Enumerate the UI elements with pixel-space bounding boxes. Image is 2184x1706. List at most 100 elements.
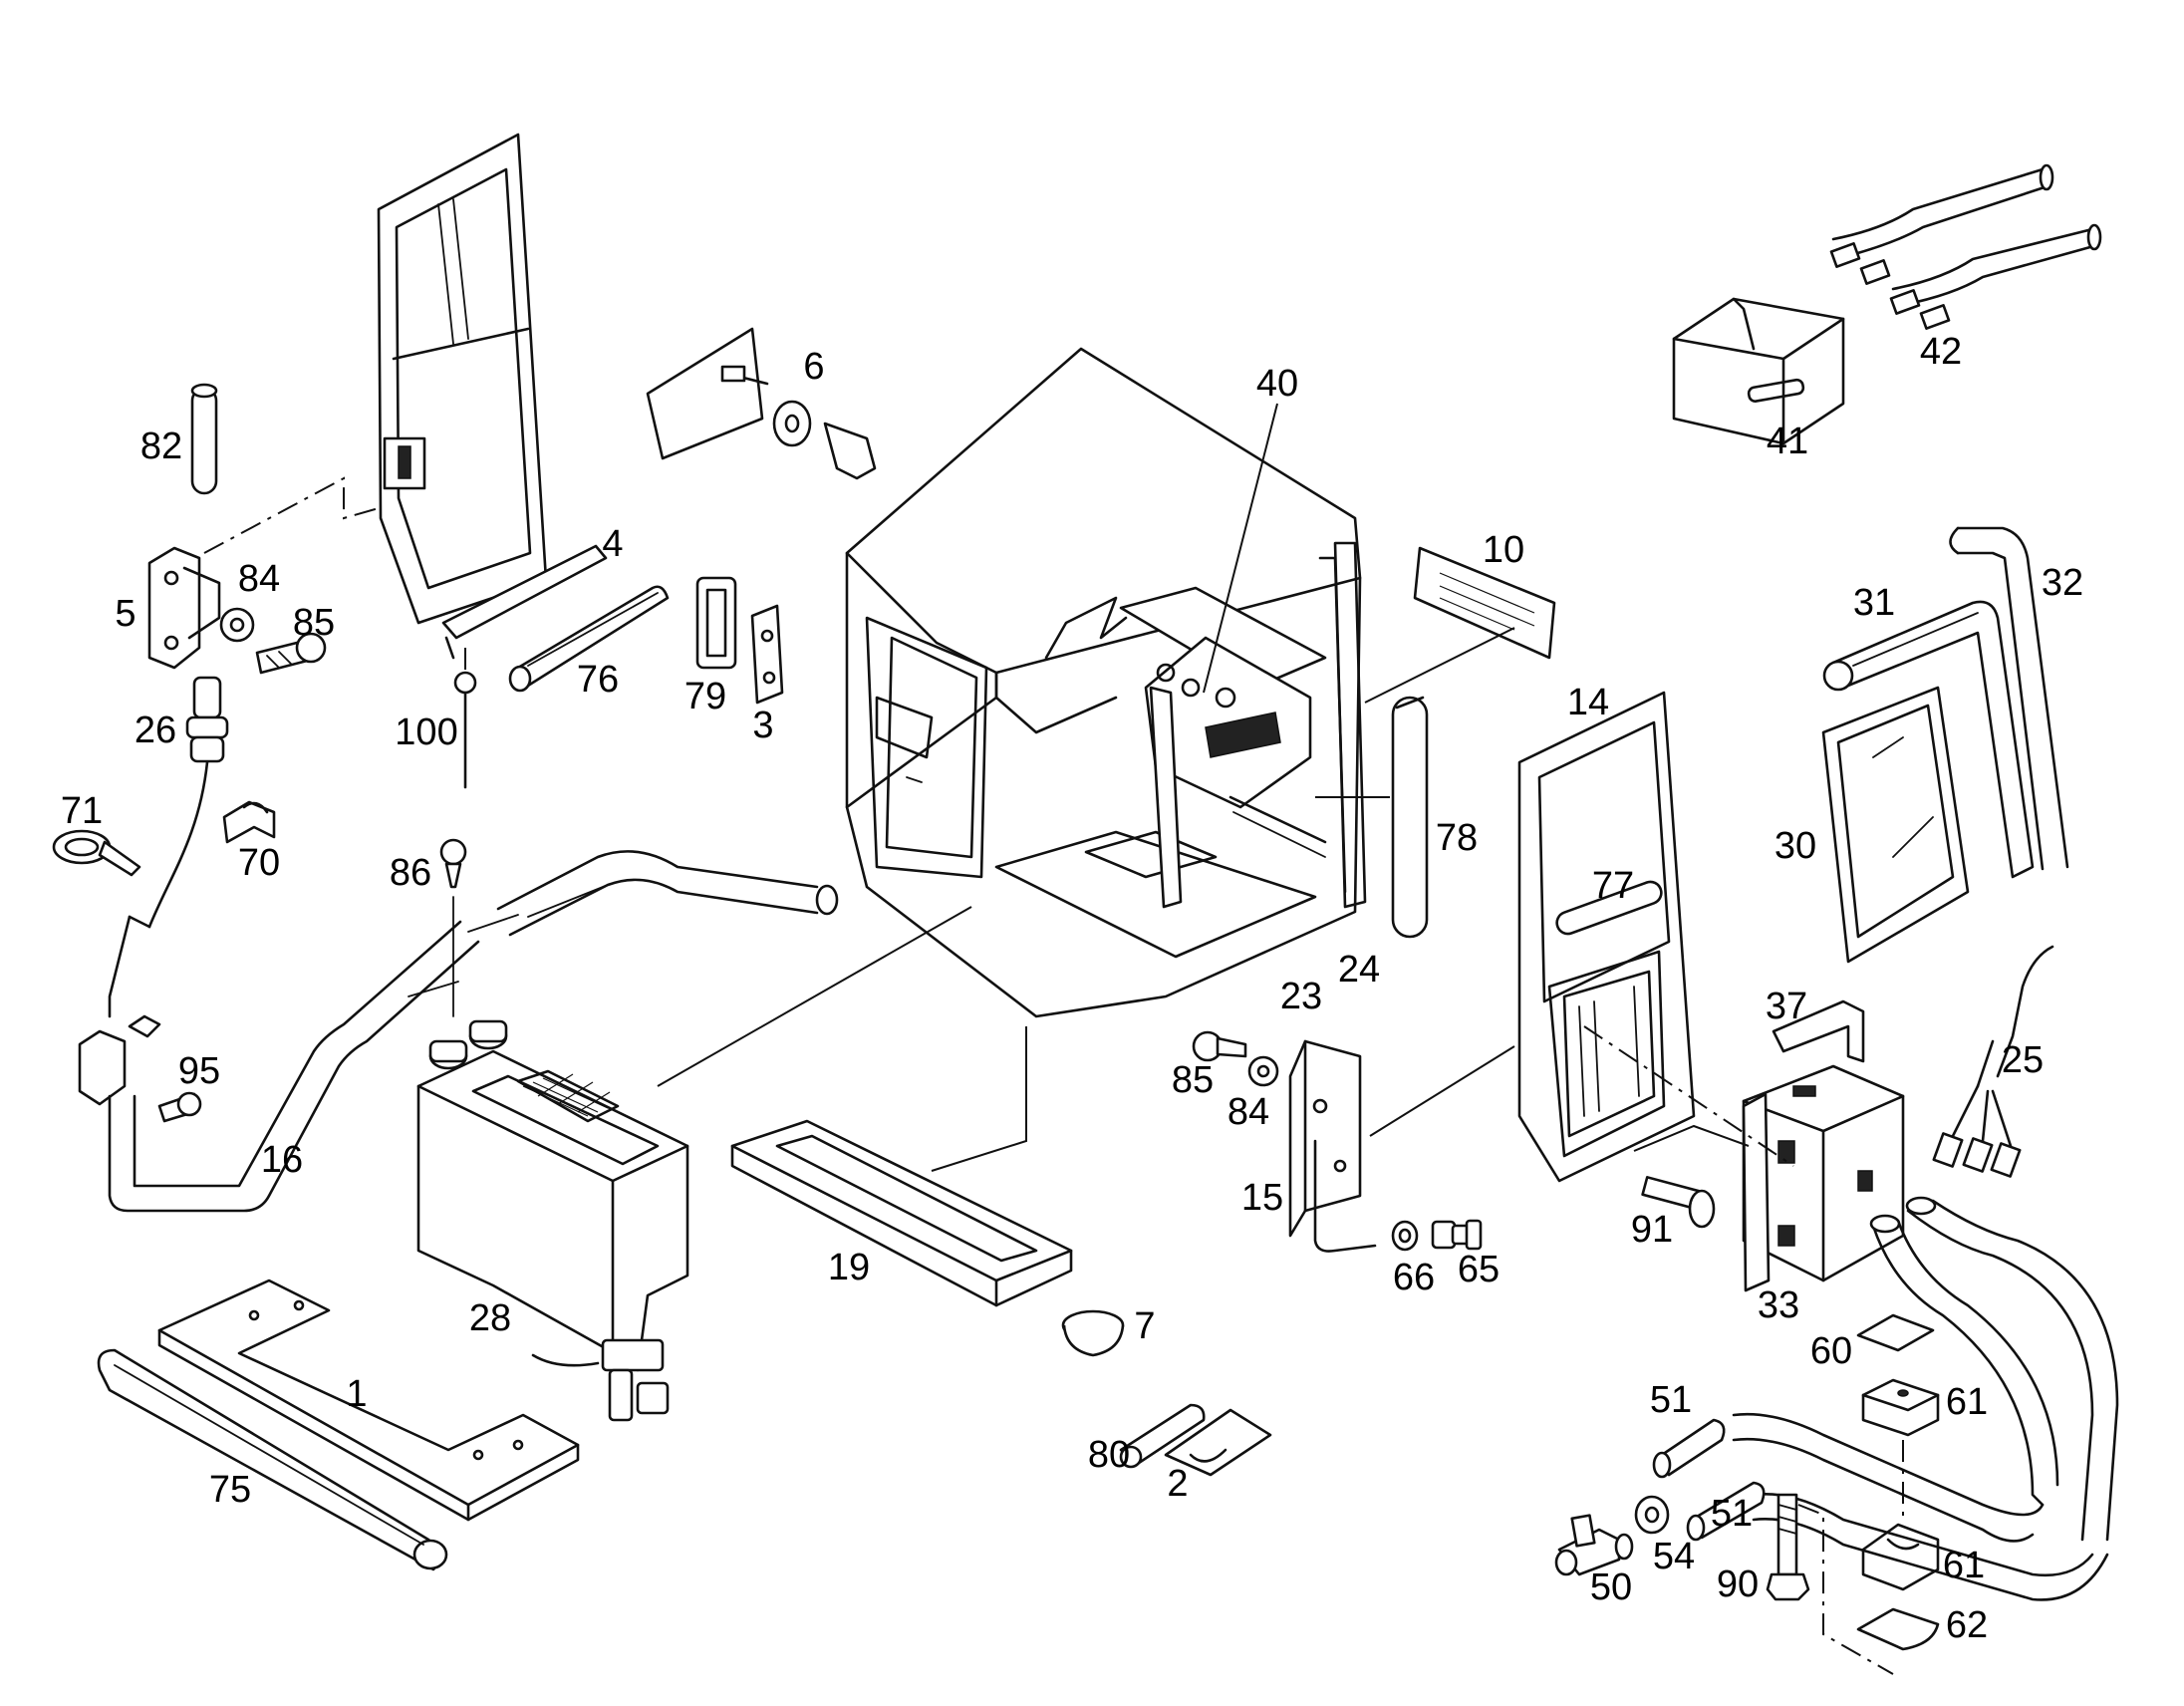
callout-61a: 61 bbox=[1946, 1381, 1988, 1423]
callout-42: 42 bbox=[1920, 331, 1962, 373]
callout-33: 33 bbox=[1758, 1284, 1799, 1326]
callout-labels: 1 2 3 4 5 6 7 10 14 15 16 19 23 24 25 26… bbox=[61, 331, 2083, 1646]
bracket-15 bbox=[1288, 1039, 1377, 1253]
callout-71: 71 bbox=[61, 790, 103, 832]
callout-30: 30 bbox=[1774, 825, 1816, 867]
hose-51a bbox=[1652, 1418, 1726, 1479]
callout-60: 60 bbox=[1810, 1330, 1852, 1372]
screw-85b bbox=[1192, 1030, 1247, 1062]
callout-82: 82 bbox=[140, 426, 182, 467]
callout-51a: 51 bbox=[1650, 1379, 1692, 1421]
callout-84a: 84 bbox=[238, 558, 280, 600]
heater-box-33 bbox=[1742, 1064, 1905, 1292]
callout-14: 14 bbox=[1567, 682, 1609, 723]
washer-84b bbox=[1247, 1055, 1279, 1087]
callout-100: 100 bbox=[395, 711, 457, 753]
clamp-70 bbox=[222, 800, 276, 844]
callout-23: 23 bbox=[1280, 976, 1322, 1017]
screw-86 bbox=[439, 838, 467, 1017]
callout-85a: 85 bbox=[293, 602, 335, 644]
callout-32: 32 bbox=[2042, 562, 2083, 604]
washer-54 bbox=[1634, 1495, 1670, 1535]
callout-95: 95 bbox=[178, 1050, 220, 1092]
callout-7: 7 bbox=[1134, 1305, 1155, 1347]
callout-1: 1 bbox=[346, 1373, 367, 1415]
callout-16: 16 bbox=[261, 1139, 303, 1181]
callout-51b: 51 bbox=[1711, 1493, 1753, 1535]
seal-strip-4 bbox=[441, 544, 608, 660]
callout-26: 26 bbox=[135, 710, 176, 751]
plate-1 bbox=[157, 1279, 580, 1522]
fuel-tank-28 bbox=[416, 1019, 689, 1422]
hinge-pin-82 bbox=[190, 383, 218, 495]
callout-76: 76 bbox=[577, 659, 619, 701]
callout-37: 37 bbox=[1766, 986, 1807, 1027]
bolt-91 bbox=[1641, 1176, 1716, 1229]
callout-5: 5 bbox=[115, 593, 136, 635]
callout-31: 31 bbox=[1853, 582, 1895, 624]
bracket-3 bbox=[750, 604, 784, 705]
callout-85b: 85 bbox=[1172, 1059, 1214, 1101]
wire-harness-42 bbox=[1829, 163, 2102, 330]
cap-7 bbox=[1061, 1309, 1125, 1357]
callout-66: 66 bbox=[1393, 1257, 1435, 1298]
callout-80: 80 bbox=[1088, 1434, 1130, 1476]
callout-84b: 84 bbox=[1228, 1091, 1269, 1133]
callout-54: 54 bbox=[1653, 1536, 1695, 1577]
mounting-plate-6 bbox=[646, 327, 769, 460]
clamp-61b bbox=[1861, 1523, 1940, 1591]
plate-2 bbox=[1164, 1408, 1272, 1477]
grommet-26 bbox=[108, 676, 229, 1018]
relay-box-41 bbox=[1672, 297, 1845, 445]
seal-75 bbox=[97, 1348, 448, 1571]
callout-70: 70 bbox=[238, 842, 280, 884]
hinge-plate-5 bbox=[147, 546, 221, 670]
callout-4: 4 bbox=[602, 523, 623, 565]
seal-strip-76 bbox=[508, 585, 670, 693]
seal-32 bbox=[1949, 526, 2069, 871]
callout-91: 91 bbox=[1631, 1209, 1673, 1251]
bracket-79 bbox=[695, 576, 737, 670]
right-door-14 bbox=[1517, 691, 1696, 1183]
window-glass-30 bbox=[1821, 686, 1970, 964]
callout-25: 25 bbox=[2002, 1039, 2044, 1081]
fitting-65 bbox=[1431, 1219, 1483, 1251]
callout-78: 78 bbox=[1436, 817, 1478, 859]
seal-tube-78 bbox=[1391, 696, 1429, 939]
callout-28: 28 bbox=[469, 1297, 511, 1339]
cable-tie-71 bbox=[52, 829, 141, 877]
callout-6: 6 bbox=[803, 346, 824, 388]
heater-hoses bbox=[1732, 1196, 2119, 1601]
bracket-95 bbox=[78, 1014, 202, 1123]
callout-24: 24 bbox=[1338, 949, 1380, 991]
callout-40: 40 bbox=[1256, 363, 1298, 405]
callout-86: 86 bbox=[390, 852, 431, 894]
seal-80 bbox=[1119, 1403, 1206, 1469]
pad-62 bbox=[1856, 1607, 1940, 1651]
callout-15: 15 bbox=[1241, 1177, 1283, 1219]
callout-2: 2 bbox=[1167, 1463, 1188, 1505]
bolt-90 bbox=[1766, 1493, 1810, 1601]
decal-10 bbox=[1413, 546, 1556, 660]
washer-84a bbox=[219, 607, 255, 643]
callout-75: 75 bbox=[209, 1469, 251, 1511]
pad-60 bbox=[1856, 1313, 1935, 1352]
hose-51b bbox=[1686, 1481, 1766, 1542]
callout-3: 3 bbox=[752, 705, 773, 746]
callout-77: 77 bbox=[1592, 865, 1634, 907]
fitting-66 bbox=[1391, 1220, 1419, 1252]
bracket-37 bbox=[1772, 999, 1865, 1063]
seal-31 bbox=[1822, 600, 2035, 879]
callout-62: 62 bbox=[1946, 1604, 1988, 1646]
screw-85a bbox=[255, 632, 327, 675]
callout-10: 10 bbox=[1483, 529, 1524, 571]
frame-19 bbox=[730, 1119, 1073, 1307]
clamp-61a bbox=[1861, 1378, 1940, 1437]
knob-6 bbox=[772, 400, 877, 480]
callout-19: 19 bbox=[828, 1247, 870, 1288]
callout-61b: 61 bbox=[1943, 1545, 1985, 1586]
left-door bbox=[377, 133, 548, 625]
callout-65: 65 bbox=[1458, 1249, 1500, 1290]
callout-41: 41 bbox=[1767, 421, 1808, 462]
